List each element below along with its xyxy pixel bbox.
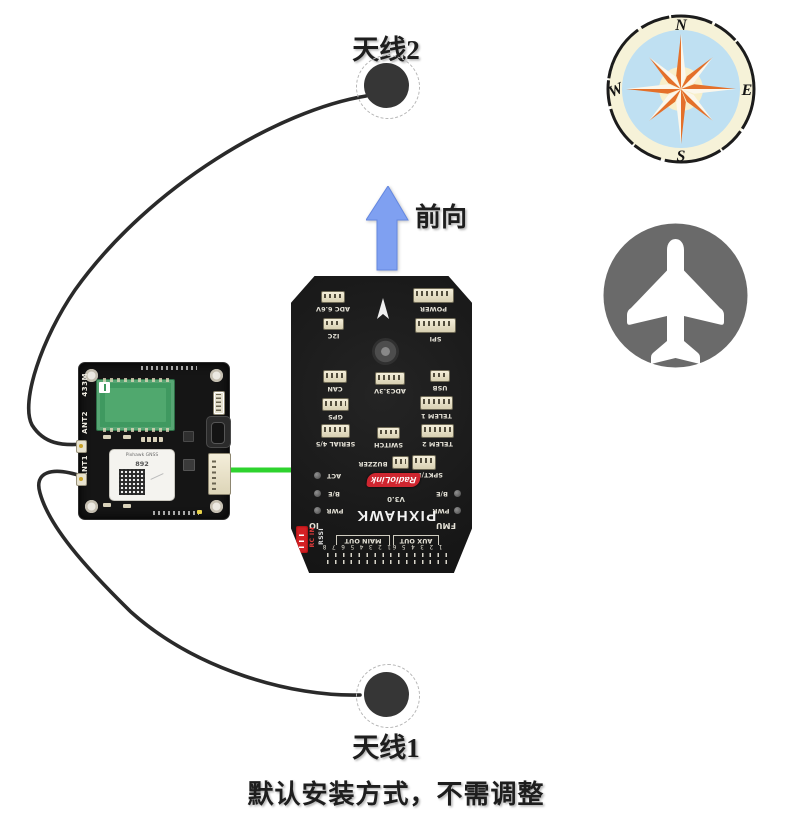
led-pwr-right (454, 507, 461, 514)
smd-pad (123, 435, 131, 439)
ufl-connector-ant1 (76, 473, 87, 486)
connector-telem1-label: TELEM 1 (421, 412, 452, 420)
connector-buzzer (392, 456, 409, 469)
pixhawk-board: ADC 6.6V POWER I2C SPI CAN ADC3.3V USB G… (291, 276, 472, 573)
radiolink-logo-text: RadioLink (370, 475, 417, 485)
connector-switch (377, 427, 400, 439)
smd-pad (103, 435, 111, 439)
led-be-right-label: B/E (436, 490, 448, 498)
forward-arrow-icon (366, 186, 409, 271)
antenna1-label: 天线1 (352, 733, 420, 763)
compass-e: E (741, 82, 753, 99)
connector-switch-label: SWITCH (374, 441, 403, 449)
connector-i2c (323, 318, 344, 330)
connector-telem2-label: TELEM 2 (422, 440, 453, 448)
antenna-mark-icon (99, 382, 110, 393)
silkscreen-marks (141, 366, 197, 370)
led-act-label: ACT (326, 472, 342, 480)
led-pwr-left-label: PWR (326, 507, 344, 515)
main-out-pin-numbers: 1 2 3 4 5 6 7 8 (321, 543, 391, 550)
connector-power-label: POWER (420, 305, 447, 313)
mount-hole (85, 500, 98, 513)
radiolink-logo: RadioLink (366, 473, 421, 487)
silkscreen-marks (153, 511, 199, 515)
connector-gps-label: GPS (328, 413, 343, 421)
castellation-pads (103, 378, 169, 382)
radio-gnss-module: Pixhawk GNSS 892 433M ANT2 ANT1 (76, 362, 231, 520)
smd-pads-row (141, 437, 163, 442)
plane-icon (603, 223, 748, 368)
connector-power (413, 288, 454, 303)
led-pwr-left (314, 507, 321, 514)
antenna1-ring (356, 664, 420, 728)
led-be-left (314, 490, 321, 497)
usb-c-port (206, 416, 231, 448)
mount-hole (210, 500, 223, 513)
compass-star (626, 34, 736, 144)
connector-serial45-label: SERIAL 4/5 (315, 440, 356, 448)
connector-spktdsm (412, 455, 436, 470)
connector-spi (415, 318, 456, 333)
connector-serial45 (321, 424, 350, 438)
connector-can (323, 370, 347, 383)
antenna2-ring (356, 55, 420, 119)
telemetry-port-connector (208, 453, 231, 495)
connector-telem1 (420, 396, 453, 410)
led-be-left-label: B/E (328, 490, 340, 498)
connector-spi-label: SPI (429, 335, 442, 343)
connector-i2c-label: I2C (327, 332, 340, 340)
servo-pin-row (327, 553, 453, 557)
servo-pin-row (327, 560, 453, 564)
pixhawk-name: PIXHAWK (355, 507, 437, 524)
compass-s: S (677, 148, 686, 165)
rc-in-connector (296, 526, 308, 553)
debug-connector (213, 391, 225, 415)
smd-pad (123, 504, 131, 508)
ufl-connector-ant2 (76, 440, 87, 453)
rc-in-label: RC IN (309, 527, 316, 548)
status-led (197, 510, 202, 514)
gnss-module: Pixhawk GNSS 892 (109, 449, 175, 501)
forward-label: 前向 (415, 203, 468, 232)
connector-gps (322, 398, 349, 411)
caption: 默认安装方式，不需调整 (247, 780, 545, 809)
connector-can-label: CAN (327, 385, 343, 393)
connector-usb-label: USB (432, 384, 448, 392)
connector-buzzer-label: BUZZER (358, 460, 388, 468)
mount-hole (85, 369, 98, 382)
gnss-title: Pixhawk GNSS (125, 453, 159, 458)
connector-telem2 (421, 424, 454, 438)
gnss-model: 892 (135, 460, 149, 468)
mount-hole (210, 369, 223, 382)
connector-adc66 (321, 291, 345, 303)
board-version: V3.0 (387, 495, 405, 503)
smd-pad (103, 503, 111, 507)
aux-out-pin-numbers: 1 2 3 4 5 6 (391, 543, 443, 550)
led-be-right (454, 490, 461, 497)
module-ant2-label: ANT2 (81, 411, 89, 434)
antenna1-cable (37, 469, 362, 697)
connector-adc33-label: ADC3.3V (374, 387, 406, 395)
compass-n: N (674, 17, 688, 34)
rf-inner-pcb (105, 388, 166, 422)
compass-rose-icon: N E S W (606, 14, 756, 165)
safety-button (372, 338, 399, 365)
scratch-mark (150, 473, 164, 480)
board-arrow-icon (377, 298, 389, 319)
smd-ic (183, 431, 194, 442)
antenna2-dot (364, 63, 409, 108)
connector-usb (430, 370, 450, 382)
gnss-qr-code (119, 469, 145, 495)
connector-adc33 (375, 372, 405, 385)
smd-ic (183, 459, 195, 471)
rf-shield-433m (96, 378, 175, 432)
led-act (314, 472, 321, 479)
antenna2-cable (26, 94, 368, 447)
connector-adc66-label: ADC 6.6V (316, 305, 351, 313)
castellation-pads (103, 428, 169, 432)
module-freq-label: 433M (81, 373, 89, 397)
antenna1-dot (364, 672, 409, 717)
